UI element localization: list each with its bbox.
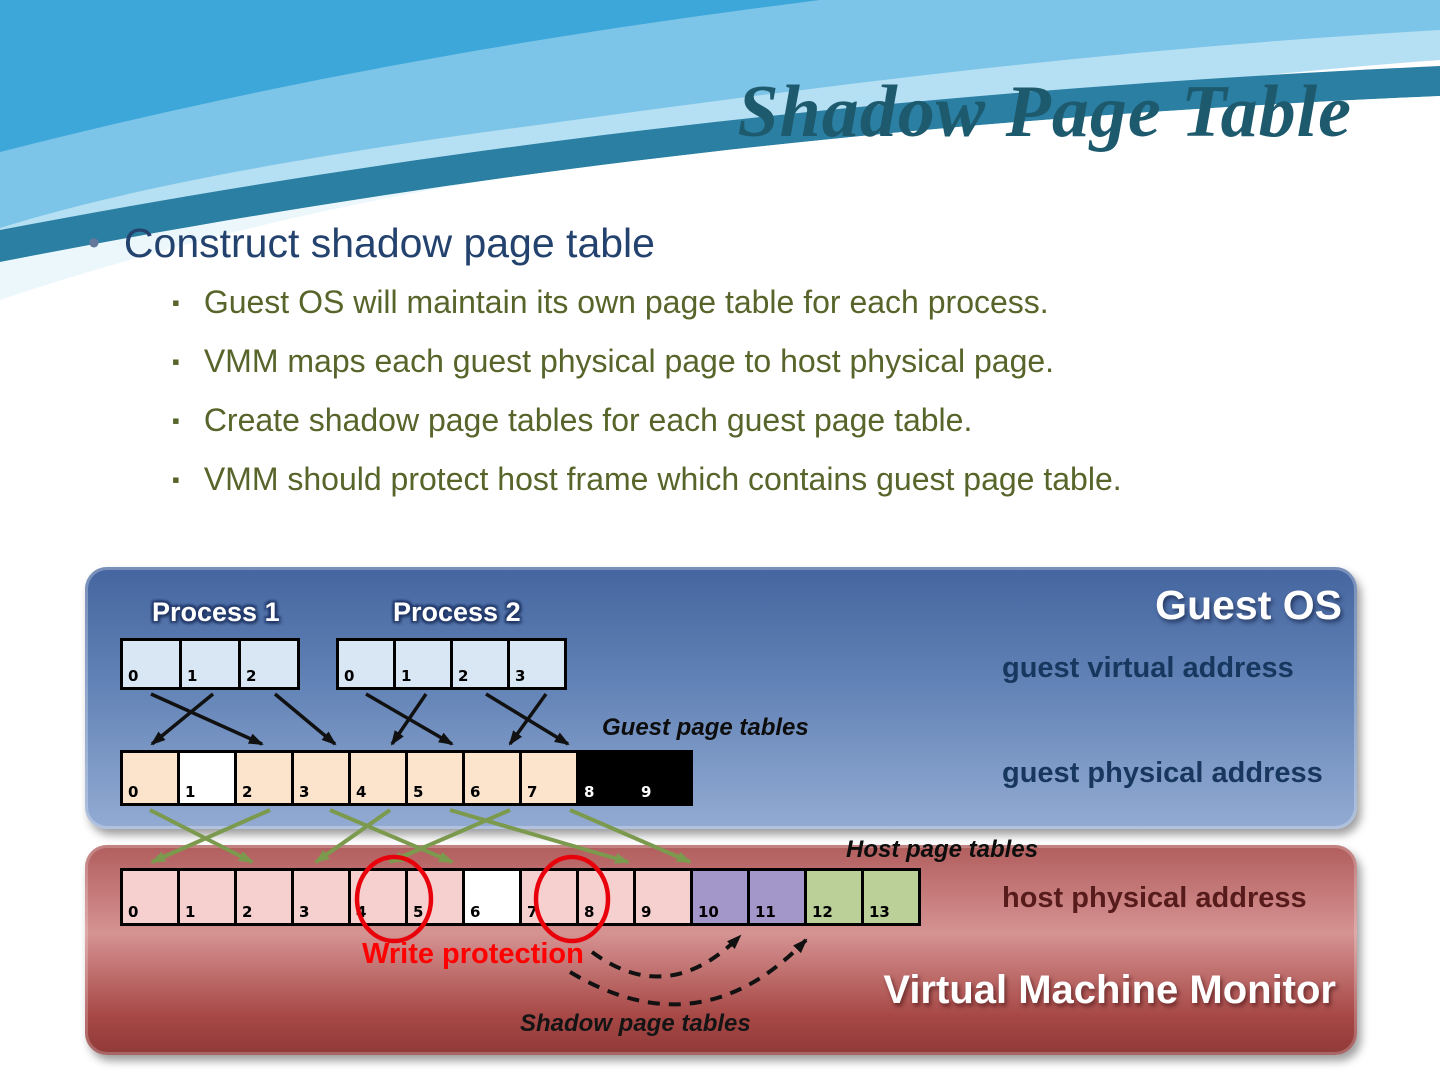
bullet-dot-icon: • [88, 224, 100, 262]
table-cell: 2 [234, 750, 294, 806]
sub-bullet-2-text: VMM maps each guest physical page to hos… [203, 343, 1055, 379]
table-cell: 5 [405, 868, 465, 926]
table-cell: 8 [576, 868, 636, 926]
sub-bullet-1: ▪ Guest OS will maintain its own page ta… [172, 284, 1122, 321]
table-cell: 12 [804, 868, 864, 926]
table-cell: 5 [405, 750, 465, 806]
write-protection-label: Write protection [362, 938, 584, 970]
table-cell: 11 [747, 868, 807, 926]
guest-virtual-address-label: guest virtual address [1002, 652, 1294, 684]
table-cell: 2 [238, 638, 300, 690]
table-cell: 0 [120, 638, 182, 690]
sub-bullet-3: ▪ Create shadow page tables for each gue… [172, 402, 1122, 439]
square-bullet-icon: ▪ [172, 467, 180, 492]
table-cell: 0 [336, 638, 396, 690]
table-cell: 1 [179, 638, 241, 690]
table-cell: 1 [177, 868, 237, 926]
table-cell: 9 [633, 868, 693, 926]
sub-bullet-3-text: Create shadow page tables for each guest… [203, 402, 973, 438]
header-wave-decoration [0, 0, 1440, 300]
table-cell: 0 [120, 750, 180, 806]
shadow-page-tables-caption: Shadow page tables [520, 1010, 751, 1037]
table-cell: 2 [234, 868, 294, 926]
sub-bullet-list: ▪ Guest OS will maintain its own page ta… [172, 284, 1122, 498]
square-bullet-icon: ▪ [172, 349, 180, 374]
table-cell: 7 [519, 868, 579, 926]
table-cell: 4 [348, 750, 408, 806]
guest-os-title: Guest OS [1155, 582, 1342, 628]
square-bullet-icon: ▪ [172, 290, 180, 315]
guest-physical-address-label: guest physical address [1002, 757, 1323, 789]
table-cell: 2 [450, 638, 510, 690]
slide-title: Shadow Page Table [737, 71, 1352, 153]
table-cell: 4 [348, 868, 408, 926]
table-cell: 6 [462, 750, 522, 806]
sub-bullet-4-text: VMM should protect host frame which cont… [203, 461, 1122, 497]
table-cell: 10 [690, 868, 750, 926]
sub-bullet-1-text: Guest OS will maintain its own page tabl… [203, 284, 1049, 320]
main-bullet: • Construct shadow page table [88, 220, 655, 267]
table-cell: 8 [576, 750, 636, 806]
main-bullet-text: Construct shadow page table [123, 220, 655, 266]
sub-bullet-2: ▪ VMM maps each guest physical page to h… [172, 343, 1122, 380]
sub-bullet-4: ▪ VMM should protect host frame which co… [172, 461, 1122, 498]
table-cell: 3 [291, 868, 351, 926]
table-cell: 0 [120, 868, 180, 926]
table-cell: 9 [633, 750, 693, 806]
table-cell: 7 [519, 750, 579, 806]
host-physical-address-label: host physical address [1002, 882, 1307, 914]
table-cell: 6 [462, 868, 522, 926]
table-cell: 3 [291, 750, 351, 806]
table-cell: 1 [393, 638, 453, 690]
square-bullet-icon: ▪ [172, 408, 180, 433]
table-cell: 3 [507, 638, 567, 690]
process2-label: Process 2 [393, 597, 521, 627]
host-page-tables-caption: Host page tables [846, 836, 1039, 863]
guest-page-tables-caption: Guest page tables [602, 714, 809, 741]
process1-label: Process 1 [152, 597, 280, 627]
vmm-title: Virtual Machine Monitor [883, 968, 1336, 1012]
table-cell: 1 [177, 750, 237, 806]
table-cell: 13 [861, 868, 921, 926]
